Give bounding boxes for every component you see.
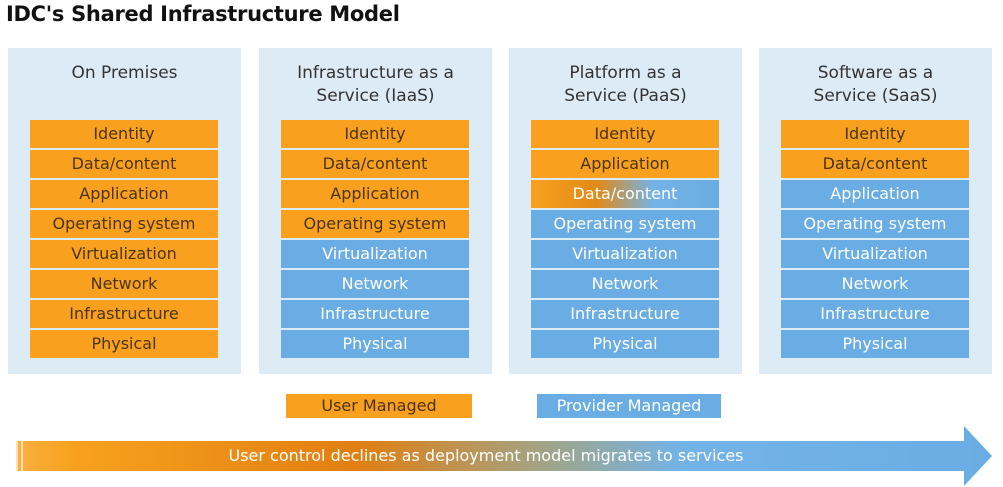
layer-network: Network [30, 270, 218, 298]
layer-application: Application [781, 180, 969, 208]
layer-virtualization: Virtualization [30, 240, 218, 268]
panel-title: On Premises [8, 62, 241, 85]
layer-identity: Identity [781, 120, 969, 148]
layer-virtualization: Virtualization [281, 240, 469, 268]
panel-title: Platform as a Service (PaaS) [509, 62, 742, 108]
layer-physical: Physical [781, 330, 969, 358]
layer-application: Application [281, 180, 469, 208]
layer-operating-system: Operating system [281, 210, 469, 238]
panel-title-line2: Service (PaaS) [564, 86, 687, 106]
layer-application: Application [531, 150, 719, 178]
layer-physical: Physical [30, 330, 218, 358]
layer-infrastructure: Infrastructure [531, 300, 719, 328]
legend-user-managed: User Managed [286, 394, 472, 418]
layer-virtualization: Virtualization [531, 240, 719, 268]
panel-title-line2: Service (IaaS) [316, 86, 435, 106]
layer-infrastructure: Infrastructure [781, 300, 969, 328]
layer-network: Network [281, 270, 469, 298]
arrow-shape [16, 426, 992, 486]
panel-title-line1: Infrastructure as a [297, 63, 454, 83]
panel-title-line1: Platform as a [569, 63, 682, 83]
arrow-tail-stripe [21, 441, 23, 471]
panel-title: Infrastructure as a Service (IaaS) [259, 62, 492, 108]
arrow-tail-stripe [16, 441, 18, 471]
layer-identity: Identity [281, 120, 469, 148]
layer-data-content: Data/content [781, 150, 969, 178]
panel-title-line2: Service (SaaS) [813, 86, 938, 106]
layer-infrastructure: Infrastructure [281, 300, 469, 328]
layer-data-content: Data/content [281, 150, 469, 178]
layer-operating-system: Operating system [531, 210, 719, 238]
layer-application: Application [30, 180, 218, 208]
layer-operating-system: Operating system [781, 210, 969, 238]
layer-operating-system: Operating system [30, 210, 218, 238]
panel-title-line1: On Premises [71, 63, 178, 83]
layer-data-content: Data/content [30, 150, 218, 178]
layer-network: Network [531, 270, 719, 298]
layer-data-content: Data/content [531, 180, 719, 208]
panel-title-line1: Software as a [817, 63, 934, 83]
legend-provider-managed: Provider Managed [537, 394, 721, 418]
arrow-right-icon [16, 426, 992, 486]
layer-physical: Physical [281, 330, 469, 358]
layer-physical: Physical [531, 330, 719, 358]
panel-title: Software as a Service (SaaS) [759, 62, 992, 108]
arrow-label: User control declines as deployment mode… [228, 446, 744, 465]
layer-identity: Identity [30, 120, 218, 148]
diagram-title: IDC's Shared Infrastructure Model [6, 2, 400, 26]
layer-identity: Identity [531, 120, 719, 148]
layer-virtualization: Virtualization [781, 240, 969, 268]
panel-iaas: Infrastructure as a Service (IaaS) Ident… [259, 48, 492, 374]
layer-network: Network [781, 270, 969, 298]
layer-infrastructure: Infrastructure [30, 300, 218, 328]
